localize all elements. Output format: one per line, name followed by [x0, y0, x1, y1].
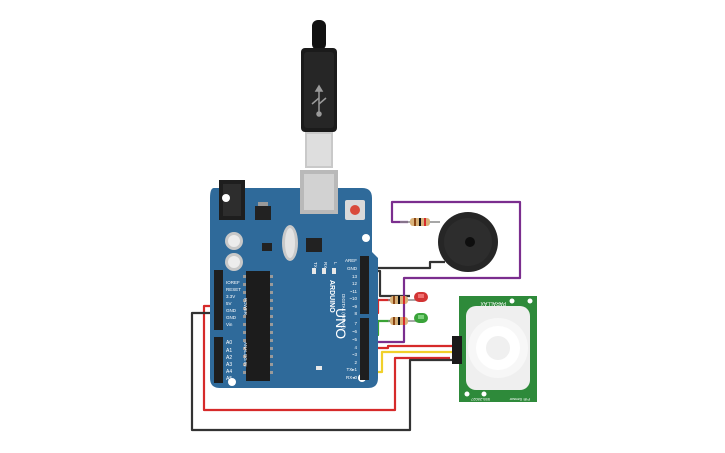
power-pin-label: 3.3V [226, 294, 235, 299]
wire-gnd-buzzer-2 [367, 260, 445, 270]
analog-header [214, 337, 223, 383]
power-pin-label: Vin [226, 322, 233, 327]
digital-pin-label: GND [347, 266, 358, 271]
power-pin-label: RESET [226, 287, 241, 292]
board-tx-label: TX [313, 262, 318, 268]
power-pin-label: GND [226, 308, 237, 313]
pir-top-label: PARALLAX [480, 300, 506, 306]
analog-pin-label: A4 [226, 369, 232, 375]
pir-bottom-label-1: PIR Sensor [509, 397, 530, 402]
digital-pin-label: ~11 [350, 289, 358, 294]
digital-header-2 [360, 318, 369, 380]
analog-pin-label: A5 [226, 376, 232, 382]
digital-header-title: DIGITAL (PWM~) [341, 294, 346, 329]
usb-icon [311, 84, 327, 117]
digital-header-1 [360, 256, 369, 314]
analog-pin-label: A1 [226, 348, 232, 354]
digital-pin-label: RX◂0 [346, 375, 358, 380]
digital-pin-label: 7 [354, 321, 357, 326]
power-header-title: POWER [243, 298, 248, 316]
piezo-buzzer [438, 212, 498, 272]
digital-pin-label: ~10 [349, 296, 357, 301]
board-brand: ARDUINO [328, 280, 335, 313]
power-pin-label: IOREF [226, 280, 240, 285]
resistor-buzzer [400, 218, 440, 226]
digital-pin-label: 2 [354, 360, 357, 365]
board-rx-label: RX [323, 262, 328, 268]
arduino-uno-board: ARDUINO UNO TX RX L POWER ANALOG IN DIGI… [210, 170, 378, 388]
digital-pin-label: ~5 [352, 337, 358, 342]
resistor-led-green [388, 317, 418, 325]
digital-pin-label: ~6 [352, 329, 358, 334]
analog-pin-label: A0 [226, 340, 232, 346]
led-red [414, 292, 428, 302]
pir-bottom-label-2: 555-28027 [470, 397, 490, 402]
power-pin-label: GND [226, 315, 237, 320]
analog-pin-label: A2 [226, 355, 232, 361]
board-model: UNO [333, 308, 349, 339]
digital-pin-label: 12 [352, 281, 358, 286]
board-l-label: L [333, 262, 338, 265]
analog-header-title: ANALOG IN [243, 342, 248, 367]
digital-pin-label: ~3 [352, 352, 358, 357]
usb-cable [301, 20, 337, 168]
power-pin-label: 5V [226, 301, 232, 306]
wire-buzzer-purple [367, 200, 522, 344]
analog-pin-label: A3 [226, 362, 232, 368]
wire-pir-red [367, 344, 452, 350]
led-green [414, 313, 428, 323]
pir-bottom-label-3: Rev B [495, 403, 506, 408]
power-header [214, 270, 223, 330]
digital-pin-label: 8 [354, 311, 357, 316]
digital-pin-label: 13 [352, 274, 358, 279]
resistor-led-red [388, 296, 418, 304]
pir-sensor: PARALLAX PIR Sensor 555-28027 Rev B [452, 296, 537, 408]
digital-pin-label: ~9 [352, 304, 358, 309]
wire-gnd-black [190, 311, 452, 432]
digital-pin-label: 4 [354, 345, 357, 350]
digital-pin-label: TX▸1 [346, 367, 357, 372]
wire-5v-red [202, 304, 450, 412]
digital-pin-label: AREF [345, 258, 357, 263]
